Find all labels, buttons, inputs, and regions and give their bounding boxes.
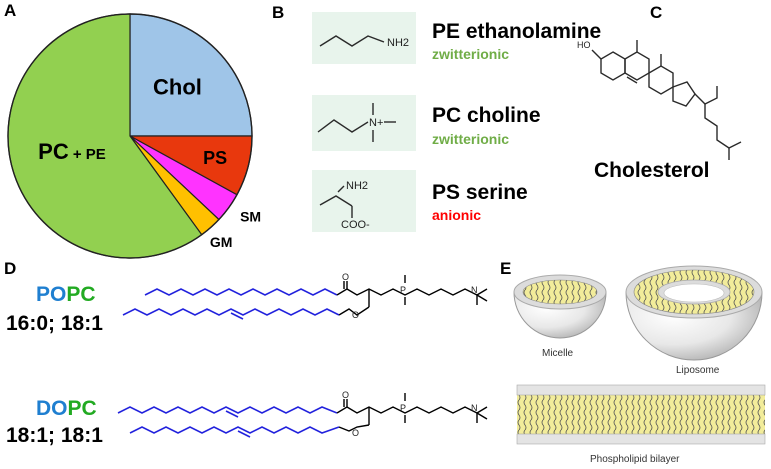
pe-bond — [319, 35, 385, 47]
pie-label-ps: PS — [203, 148, 227, 168]
pc-structure-box — [312, 95, 416, 151]
panel-label-c: C — [650, 3, 662, 22]
panel-label-e: E — [500, 259, 511, 278]
ps-name: PS serine — [432, 181, 528, 204]
liposome-label: Liposome — [676, 365, 720, 376]
ps-group-bottom: COO- — [341, 219, 370, 231]
pie-outline — [7, 13, 253, 259]
dopc-double-bond-top — [225, 410, 239, 418]
popc-n: N — [471, 285, 478, 295]
popc-structure: O O P N — [122, 272, 488, 320]
dopc-backbone — [336, 393, 488, 432]
dopc-o-top: O — [342, 390, 349, 400]
liposome-illustration — [625, 265, 763, 361]
popc-name: POPC — [36, 283, 96, 306]
dopc-chains: 18:1; 18:1 — [6, 424, 103, 447]
panel-label-a: A — [4, 1, 16, 20]
micelle-label: Micelle — [542, 348, 574, 359]
pie-label-chol: Chol — [153, 75, 202, 100]
cholesterol-oh: HO — [577, 40, 591, 50]
ps-bond — [319, 195, 353, 207]
bilayer-label: Phospholipid bilayer — [590, 454, 680, 465]
popc-chain-top — [144, 288, 338, 296]
pie-label-gm: GM — [210, 234, 233, 250]
dopc-o-bottom: O — [352, 428, 359, 438]
ps-nh-bond — [337, 185, 345, 193]
popc-o-top: O — [342, 272, 349, 282]
popc-chains: 16:0; 18:1 — [6, 312, 103, 335]
dopc-chain-top — [117, 406, 338, 414]
pc-group-label: N+ — [369, 117, 383, 129]
popc-chain-bottom — [122, 308, 340, 316]
dopc-n: N — [471, 403, 478, 413]
ps-charge: anionic — [432, 207, 481, 223]
pc-name: PC choline — [432, 104, 541, 127]
dopc-p: P — [400, 403, 406, 413]
panel-d: D POPC 16:0; 18:1 O O P N — [4, 259, 488, 447]
ps-group-top: NH2 — [346, 180, 368, 192]
ps-structure-box — [312, 170, 416, 232]
panel-b: B NH2 PE ethanolamine zwitterionic N+ PC… — [272, 3, 601, 232]
popc-p: P — [400, 285, 406, 295]
panel-label-b: B — [272, 3, 284, 22]
pie-label-sm: SM — [240, 208, 261, 224]
micelle-illustration — [513, 274, 607, 339]
pe-charge: zwitterionic — [432, 46, 509, 62]
popc-prefix: PO — [36, 283, 66, 306]
dopc-prefix: DO — [36, 397, 68, 420]
headgroup-pe: NH2 PE ethanolamine zwitterionic — [312, 12, 601, 64]
dopc-double-bond-bottom — [237, 430, 251, 438]
panel-label-d: D — [4, 259, 16, 278]
headgroup-pc: N+ PC choline zwitterionic — [312, 95, 541, 151]
popc-pc: PC — [66, 283, 95, 306]
popc-double-bond — [230, 312, 244, 320]
dopc-structure: O O P N — [117, 390, 488, 438]
cholesterol-structure — [591, 40, 742, 160]
panel-c: C HO Cholesterol — [577, 3, 742, 182]
pe-group-label: NH2 — [387, 37, 409, 49]
cholesterol-label: Cholesterol — [594, 159, 710, 182]
panel-e: E Micelle Liposome Phospholipid bilayer — [500, 259, 766, 465]
bilayer-illustration — [516, 384, 766, 445]
dopc-pc: PC — [68, 397, 97, 420]
popc-o-bottom: O — [352, 310, 359, 320]
headgroup-ps: NH2 COO- PS serine anionic — [312, 170, 528, 232]
dopc-name: DOPC — [36, 397, 97, 420]
dopc-chain-bottom — [129, 426, 340, 434]
pe-name: PE ethanolamine — [432, 20, 601, 43]
pc-charge: zwitterionic — [432, 131, 509, 147]
popc-backbone — [336, 275, 488, 316]
pc-bond — [317, 119, 369, 133]
